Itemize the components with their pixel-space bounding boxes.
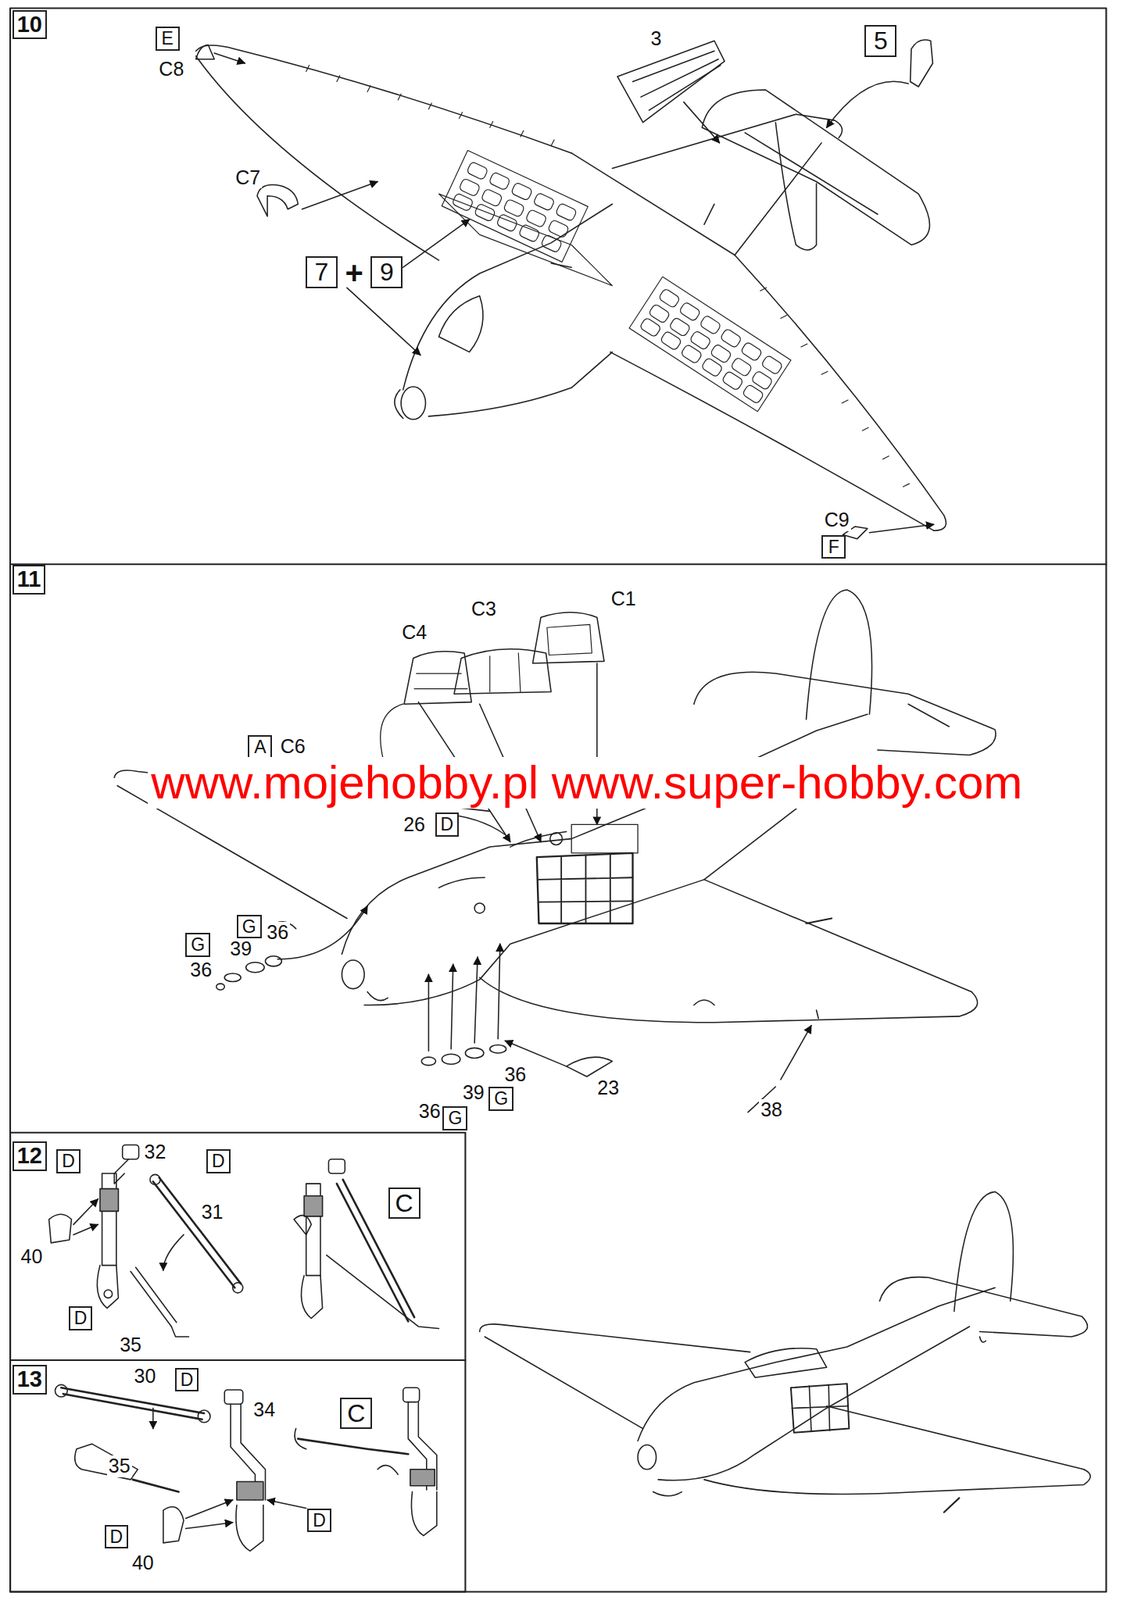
- callout-number: 36: [188, 959, 214, 982]
- callout-number: 39: [228, 938, 254, 961]
- callout-letter: G: [447, 1108, 462, 1129]
- part-letter-box: D: [307, 1509, 332, 1533]
- part-letter-box: G: [488, 1087, 514, 1111]
- callout-number: 35: [107, 1456, 133, 1478]
- callout-number: 38: [758, 1099, 784, 1122]
- part-letter-box: C: [339, 1398, 373, 1431]
- callout-number: 30: [132, 1366, 158, 1389]
- step-number-box: 11: [12, 565, 47, 594]
- callout-number: 23: [595, 1077, 621, 1100]
- callout-letter: D: [440, 814, 455, 835]
- callout-number: C1: [609, 588, 638, 611]
- callout-number: C6: [279, 736, 308, 759]
- step-number-box: 10: [12, 10, 47, 40]
- callout-letter: D: [110, 1527, 124, 1548]
- watermark: www.mojehobby.pl www.super-hobby.com: [147, 757, 1026, 809]
- callout-number: 36: [502, 1064, 528, 1087]
- callout-number: 40: [19, 1246, 45, 1269]
- part-letter-box: G: [185, 933, 211, 957]
- part-letter-box: G: [236, 915, 262, 939]
- step-number: 12: [17, 1143, 43, 1169]
- part-letter-box: C: [388, 1187, 421, 1221]
- callout-letter: E: [161, 28, 173, 49]
- callout-letter: D: [61, 1151, 76, 1172]
- callout-letter: D: [312, 1510, 326, 1532]
- callout-number: 3: [649, 28, 664, 51]
- step-number-box: 13: [12, 1365, 47, 1395]
- part-letter-box: E: [155, 26, 180, 51]
- callout-letter: 9: [379, 257, 394, 287]
- page-frame: [10, 7, 1106, 1593]
- step-number: 11: [17, 566, 42, 592]
- callout-number: 39: [461, 1082, 487, 1105]
- step-number: 10: [17, 11, 43, 37]
- callout-letter: D: [74, 1308, 88, 1329]
- callout-letter: 5: [873, 26, 888, 55]
- callout-number: 26: [401, 814, 427, 837]
- part-letter-box: G: [442, 1106, 468, 1131]
- callout-number: C4: [400, 622, 429, 645]
- callout-number: 36: [264, 922, 290, 945]
- sub-panel-frame: [10, 1133, 466, 1593]
- callout-number: C7: [233, 167, 262, 190]
- callout-number: 34: [251, 1399, 277, 1422]
- callout-number: 31: [200, 1202, 226, 1224]
- callout-letter: D: [180, 1370, 194, 1391]
- landing-gear-left: [49, 1145, 440, 1338]
- callout-number: C9: [822, 509, 852, 532]
- part-letter-box: D: [104, 1525, 129, 1550]
- callout-letter: F: [828, 536, 840, 558]
- part-letter-box: 7: [305, 256, 338, 289]
- callout-number: 35: [118, 1334, 144, 1357]
- aircraft-underside: [196, 45, 947, 531]
- part-letter-box: D: [206, 1149, 231, 1174]
- part-letter-box: D: [435, 812, 460, 837]
- step-number-box: 12: [12, 1141, 47, 1171]
- part-letter-box: D: [68, 1306, 94, 1331]
- part-letter-box: F: [821, 535, 846, 559]
- callout-number: C8: [157, 58, 186, 81]
- callout-letter: G: [242, 916, 257, 938]
- callout-letter: D: [211, 1151, 226, 1172]
- part-letter-box: D: [175, 1368, 200, 1392]
- part-letter-box: 9: [370, 256, 403, 289]
- part-letter-box: 5: [864, 25, 897, 58]
- part-letter-box: D: [56, 1149, 81, 1174]
- callout-letter: G: [493, 1088, 509, 1110]
- callout-letter: G: [190, 934, 205, 956]
- plus-sign: +: [343, 255, 365, 290]
- callout-letter: A: [254, 737, 266, 758]
- callout-letter: C: [395, 1189, 414, 1218]
- callout-number: 36: [417, 1101, 443, 1124]
- step-number: 13: [17, 1366, 43, 1392]
- callout-letter: 7: [314, 257, 329, 287]
- callout-number: 40: [130, 1552, 156, 1575]
- finished-aircraft: [479, 1192, 1091, 1514]
- callout-number: C3: [469, 598, 498, 621]
- callout-letter: C: [347, 1399, 365, 1428]
- callout-number: 32: [143, 1141, 169, 1164]
- part-letter-box: A: [247, 735, 272, 759]
- landing-gear-right: [55, 1384, 437, 1552]
